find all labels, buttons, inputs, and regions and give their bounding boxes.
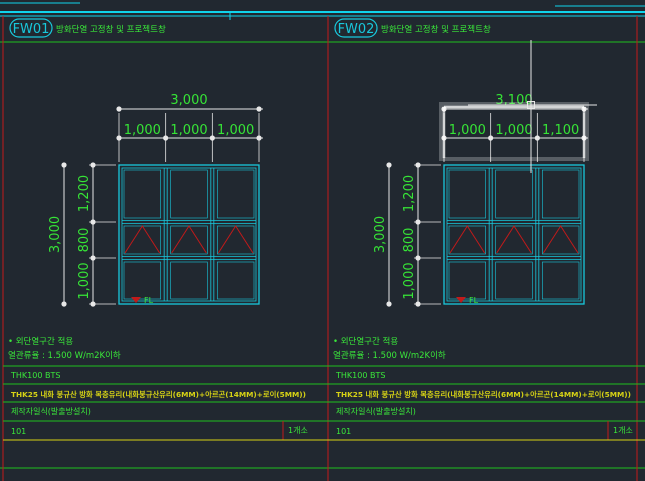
project-window-open-symbol <box>496 225 532 254</box>
horizontal-dimensions: 3,000 1,000 1,000 1,000 <box>116 93 263 162</box>
selected-dimension-highlight <box>439 102 589 161</box>
segment-height-dimension: 1,000 <box>402 262 417 299</box>
dimension-node-dot <box>386 162 392 168</box>
segment-width-dimension: 1,000 <box>449 123 486 138</box>
window-glass-pane <box>448 261 486 300</box>
segment-width-dimension: 1,000 <box>495 123 532 138</box>
spec-table: THK100 BTS THK25 내화 붕규산 방화 복층유리(내화붕규산유리(6… <box>328 365 645 441</box>
quantity-code: 101 <box>11 427 26 436</box>
floor-level-marker <box>131 297 141 303</box>
window-glass-pane <box>170 169 208 219</box>
window-glass-pane <box>217 261 255 300</box>
segment-height-dimension: 1,200 <box>402 175 417 212</box>
overall-width-dimension: 3,100 <box>495 93 532 108</box>
dimension-node-dot <box>386 301 392 307</box>
frame-spec-text: THK100 BTS <box>10 371 60 380</box>
segment-width-dimension: 1,100 <box>542 123 579 138</box>
overall-width-dimension: 3,000 <box>170 93 207 108</box>
vertical-dimensions: 3,000 1,200 800 1,000 <box>48 162 116 307</box>
panel-fw02: FW02 방화단열 고정창 및 프로젝트창 FL 3,100 1,000 1,000 1,1… <box>328 18 645 441</box>
project-window-open-symbol <box>171 225 207 254</box>
segment-height-dimension: 800 <box>77 228 92 253</box>
panel-fw01: FW01 방화단열 고정창 및 프로젝트창 FL 3,000 1,000 1,000 1,0… <box>3 18 328 441</box>
window-glass-pane <box>542 169 580 219</box>
floor-level-label: FL <box>144 296 154 305</box>
dimension-node-dot <box>116 106 122 112</box>
crosshair-cursor <box>468 40 597 173</box>
crosshair-pickbox <box>527 101 535 109</box>
window-glass-pane <box>542 261 580 300</box>
vertical-dimensions: 3,000 1,200 800 1,000 <box>373 162 441 307</box>
overall-height-dimension: 3,000 <box>48 216 63 253</box>
hardware-spec-text: 제작자일식(발출방설치) <box>11 406 91 416</box>
tag-bubble <box>334 18 378 38</box>
project-window-open-symbol <box>217 225 254 254</box>
u-value-note: 열관류율 : 1.500 W/m2K이하 <box>333 350 446 361</box>
panel-title: 방화단열 고정창 및 프로젝트창 <box>56 24 166 35</box>
panel-tag: FW01 <box>13 22 50 37</box>
window-outer-frame <box>443 164 585 305</box>
window-glass-pane <box>448 169 486 219</box>
window-glass-pane <box>495 169 533 219</box>
floor-level-label: FL <box>469 296 479 305</box>
dimension-node-dot <box>61 301 67 307</box>
segment-width-dimension: 1,000 <box>124 123 161 138</box>
dimension-node-dot <box>61 162 67 168</box>
window-outer-frame <box>118 164 260 305</box>
project-window-open-symbol <box>542 225 579 254</box>
segment-height-dimension: 1,000 <box>77 262 92 299</box>
floor-level-marker <box>456 297 466 303</box>
project-window-open-symbol <box>124 225 161 254</box>
panel-title: 방화단열 고정창 및 프로젝트창 <box>381 24 491 35</box>
window-elevation <box>118 164 260 305</box>
window-inner-frame <box>121 167 257 302</box>
quantity-code: 101 <box>336 427 351 436</box>
u-value-note: 열관류율 : 1.500 W/m2K이하 <box>8 350 121 361</box>
window-elevation <box>443 164 585 305</box>
segment-width-dimension: 1,000 <box>170 123 207 138</box>
tag-bubble <box>9 18 53 38</box>
segment-width-dimension: 1,000 <box>217 123 254 138</box>
selection-glow <box>439 102 589 161</box>
insulation-note: • 외단열구간 적용 <box>333 336 398 347</box>
frame-spec-text: THK100 BTS <box>335 371 385 380</box>
segment-height-dimension: 800 <box>402 228 417 253</box>
quantity-value: 1개소 <box>613 425 633 435</box>
window-schedule: FW01 방화단열 고정창 및 프로젝트창 FL 3,000 1,000 1,000 1,0… <box>3 18 645 441</box>
glass-spec-text: THK25 내화 붕규산 방화 복층유리(내화붕규산유리(6MM)+아르곤(14… <box>11 390 306 399</box>
window-glass-pane <box>495 261 533 300</box>
segment-height-dimension: 1,200 <box>77 175 92 212</box>
insulation-note: • 외단열구간 적용 <box>8 336 73 347</box>
window-glass-pane <box>170 261 208 300</box>
quantity-value: 1개소 <box>288 425 308 435</box>
panel-tag: FW02 <box>338 22 375 37</box>
window-glass-pane <box>123 169 161 219</box>
dimension-node-dot <box>256 106 262 112</box>
project-window-open-symbol <box>449 225 486 254</box>
spec-table: THK100 BTS THK25 내화 붕규산 방화 복층유리(내화붕규산유리(6… <box>3 365 328 441</box>
glass-spec-text: THK25 내화 붕규산 방화 복층유리(내화붕규산유리(6MM)+아르곤(14… <box>336 390 631 399</box>
window-glass-pane <box>123 261 161 300</box>
overall-height-dimension: 3,000 <box>373 216 388 253</box>
horizontal-dimensions: 3,100 1,000 1,000 1,100 <box>441 93 588 162</box>
hardware-spec-text: 제작자일식(발출방설치) <box>336 406 416 416</box>
window-glass-pane <box>217 169 255 219</box>
window-inner-frame <box>446 167 582 302</box>
